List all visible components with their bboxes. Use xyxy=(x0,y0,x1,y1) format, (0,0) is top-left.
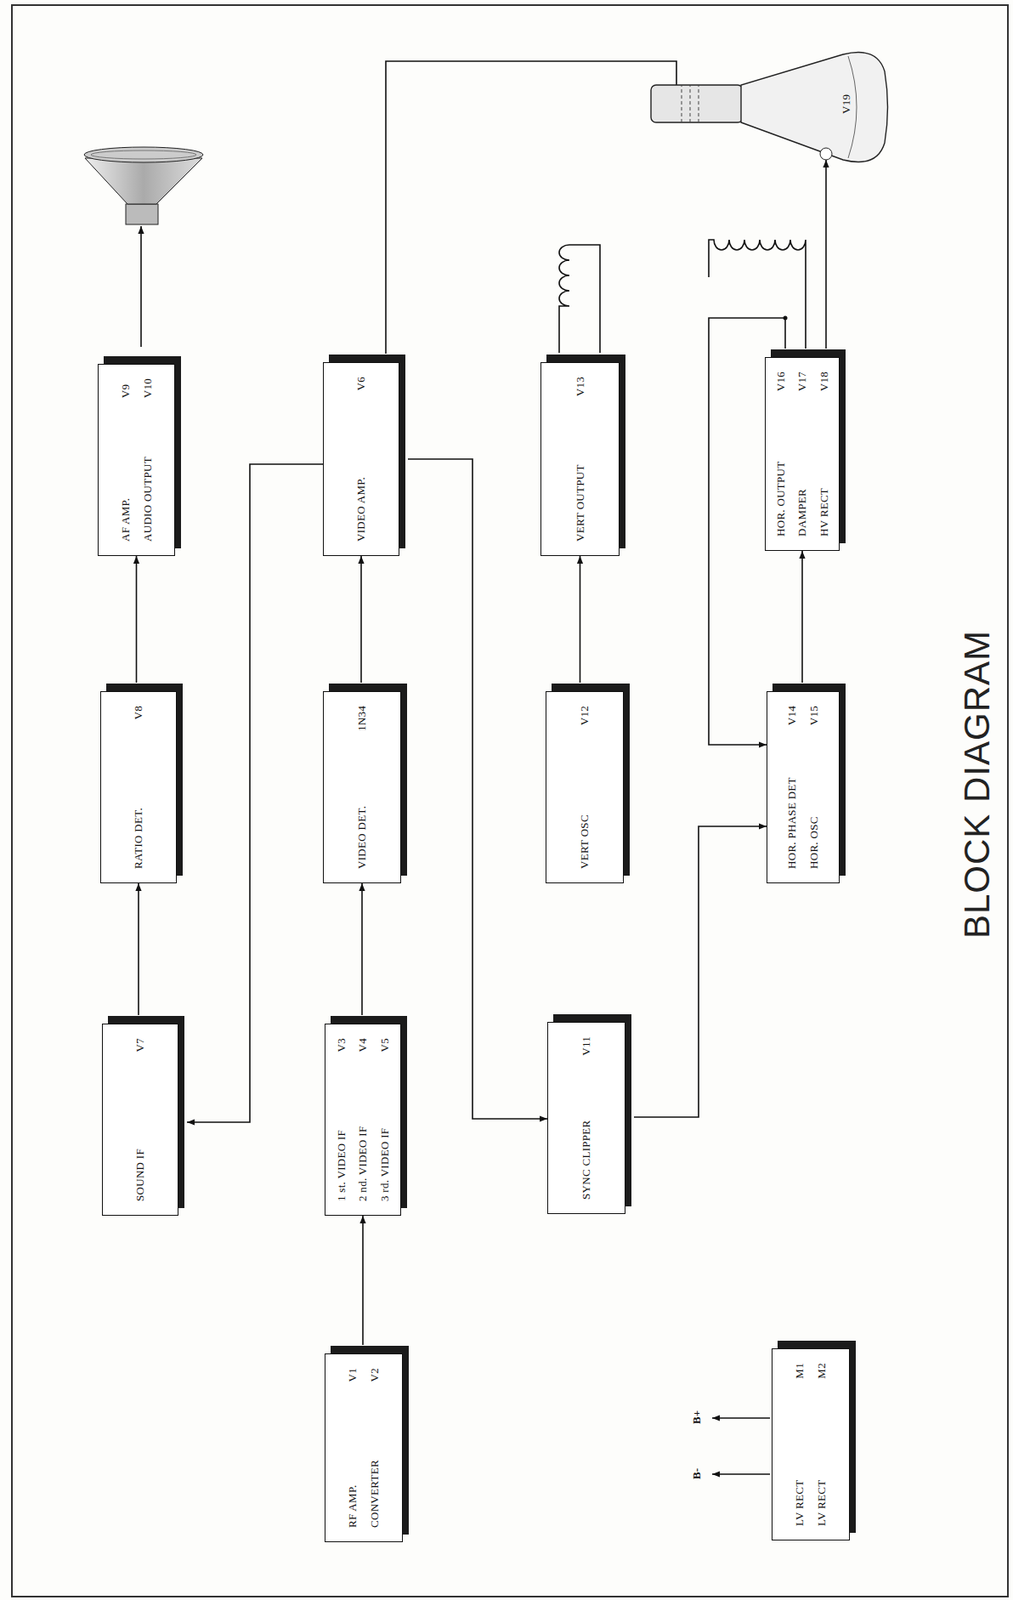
stage-name: RF AMP. xyxy=(345,1395,360,1528)
tube-number: M2 xyxy=(814,1362,829,1379)
tube-number: V2 xyxy=(367,1367,382,1382)
stage-name: DAMPER xyxy=(795,404,810,537)
signal-connector xyxy=(135,555,138,683)
stage-block: VIDEO AMP. V6 xyxy=(322,362,400,556)
tube-number: V6 xyxy=(354,376,368,391)
supply-arrow xyxy=(712,1416,770,1419)
stage-block: LV RECT M1 LV RECT M2 xyxy=(771,1347,850,1540)
signal-connector xyxy=(361,882,363,1015)
stage-block: VERT OUTPUT V13 xyxy=(540,362,620,556)
tube-number: 1N34 xyxy=(355,705,369,731)
stage-name: VIDEO AMP. xyxy=(354,404,368,543)
stage-name: SOUND IF xyxy=(133,1065,148,1202)
stage-name: 3 rd. VIDEO IF xyxy=(378,1065,392,1202)
stage-block: VIDEO DET. 1N34 xyxy=(322,690,402,883)
signal-connector xyxy=(801,550,804,683)
tube-number: V1 xyxy=(345,1367,360,1382)
diagram-title: BLOCK DIAGRAM xyxy=(956,629,998,939)
stage-block: HOR. OUTPUT V16DAMPER V17 HV RECT V18 xyxy=(764,356,840,551)
tube-number: V4 xyxy=(356,1037,370,1053)
stage-block: VERT OSC V12 xyxy=(545,690,624,883)
stage-name: CONVERTER xyxy=(367,1395,382,1528)
stage-name: AF AMP. xyxy=(118,411,133,542)
signal-connector xyxy=(385,61,677,354)
stage-block: SOUND IF V7 xyxy=(101,1023,179,1216)
stage-block: RATIO DET. V8 xyxy=(100,690,177,883)
tube-number: V19 xyxy=(839,94,854,114)
page-frame xyxy=(11,5,1008,1596)
supply-label: B- xyxy=(690,1465,704,1481)
tube-number: V15 xyxy=(807,705,821,725)
tube-number: V16 xyxy=(774,371,788,391)
picture-tube: V19 xyxy=(647,45,888,169)
stage-name: LV RECT xyxy=(792,1392,807,1526)
tube-number: V17 xyxy=(795,371,810,391)
tube-number: M1 xyxy=(792,1362,807,1379)
stage-block: SYNC CLIPPER V11 xyxy=(547,1021,626,1214)
speaker xyxy=(84,147,204,347)
signal-connector xyxy=(186,464,323,1122)
signal-connector xyxy=(360,555,363,683)
stage-name: HOR. PHASE DET xyxy=(785,738,799,869)
stage-name: 1 st. VIDEO IF xyxy=(334,1065,349,1202)
tube-number: V9 xyxy=(118,378,133,398)
stage-name: HV RECT xyxy=(817,404,832,537)
stage-name: AUDIO OUTPUT xyxy=(141,411,155,542)
tube-number: V11 xyxy=(579,1035,594,1056)
signal-connector xyxy=(633,826,767,1117)
supply-arrow xyxy=(712,1472,770,1475)
horizontal-yoke-coil xyxy=(708,239,806,349)
stage-name: SYNC CLIPPER xyxy=(579,1069,594,1200)
tube-number: V3 xyxy=(334,1037,349,1053)
tube-number: V12 xyxy=(577,705,592,725)
stage-name: VERT OUTPUT xyxy=(573,409,588,542)
stage-name: 2 nd. VIDEO IF xyxy=(356,1065,370,1202)
stage-block: RF AMP. V1CONVERTER V2 xyxy=(324,1352,403,1542)
tube-number: V10 xyxy=(141,378,155,398)
stage-name: RATIO DET. xyxy=(131,733,146,870)
signal-connector xyxy=(579,555,582,683)
stage-name: HOR. OUTPUT xyxy=(774,404,788,537)
signal-connector xyxy=(825,159,827,349)
tube-number: V7 xyxy=(133,1037,148,1053)
tube-number: V18 xyxy=(817,371,832,391)
stage-name: VERT OSC xyxy=(577,738,592,869)
tube-number: V13 xyxy=(573,376,588,397)
signal-connector xyxy=(362,1215,364,1345)
tube-number: V14 xyxy=(785,705,799,725)
stage-block: HOR. PHASE DET V14HOR. OSC V15 xyxy=(766,690,840,883)
supply-label: B+ xyxy=(690,1408,704,1426)
vertical-yoke-coil xyxy=(559,244,600,353)
tube-number: V5 xyxy=(378,1037,392,1053)
signal-connector xyxy=(137,882,140,1015)
stage-block: AF AMP. V9AUDIO OUTPUT V10 xyxy=(97,363,176,556)
tube-number: V8 xyxy=(131,705,146,720)
stage-name: HOR. OSC xyxy=(807,738,821,869)
signal-connector xyxy=(407,458,548,1119)
stage-block: 1 st. VIDEO IF V3 2 nd. VIDEO IF V4 3 rd. VI… xyxy=(324,1023,402,1216)
stage-name: LV RECT xyxy=(814,1392,829,1526)
stage-name: VIDEO DET. xyxy=(355,744,369,869)
